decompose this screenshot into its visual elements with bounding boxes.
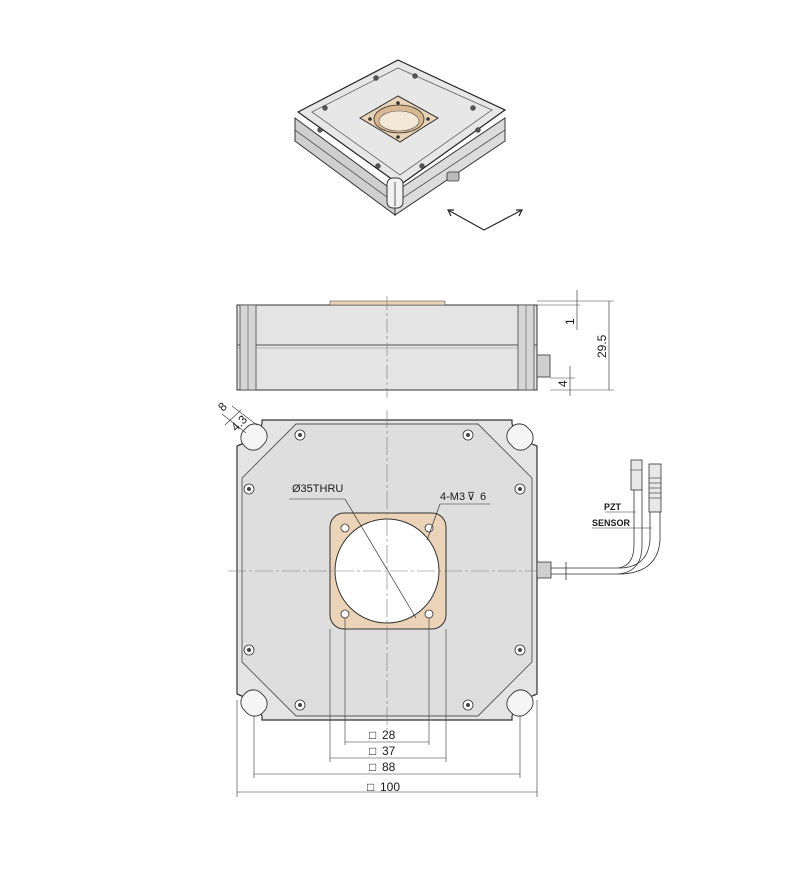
thread-label: 4-M3 [440,491,465,503]
corner-slot [506,689,534,717]
corner-slot [240,423,268,451]
dim-28-label: 28 [382,728,396,742]
depth-symbol-icon: ⊽ [467,491,475,503]
isometric-stage-view [294,59,507,216]
xy-motion-arrows-icon [447,209,523,231]
dim-37-label: 37 [382,744,396,758]
slot-width-label: 8 [215,399,230,414]
square-symbol: □ [369,744,376,758]
square-symbol: □ [369,728,376,742]
dim-100-label: 100 [380,780,400,794]
square-symbol: □ [367,780,374,794]
aperture-label: Ø35THRU [292,483,343,495]
corner-slot [506,423,534,451]
cable-pzt-label: PZT [604,502,622,512]
top-view [221,405,662,797]
cable-sensor-label: SENSOR [592,518,631,528]
dim-4-label: 4 [556,380,570,387]
pzt-connector [630,459,643,491]
thread-depth-label: 6 [480,491,486,503]
dim-1-label: 1 [563,318,577,325]
dim-29-5-label: 29.5 [595,334,609,358]
dim-88-label: 88 [382,760,396,774]
corner-slot [240,689,268,717]
square-symbol: □ [369,760,376,774]
side-view [236,290,614,398]
